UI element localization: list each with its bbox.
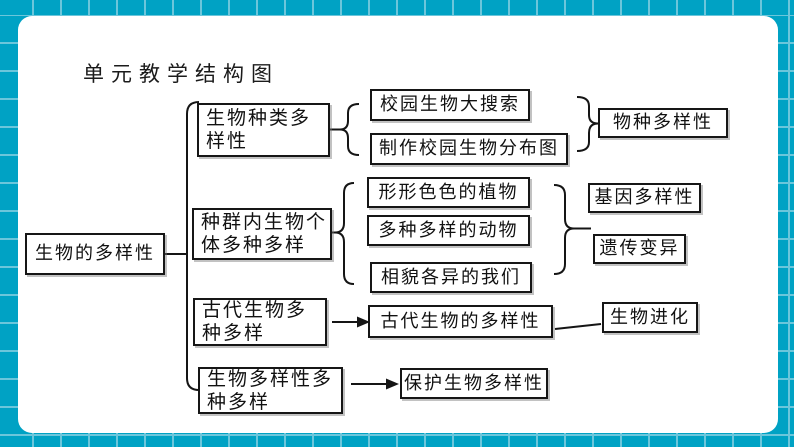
node-branch2-child2: 多种多样的动物 <box>367 215 530 246</box>
node-branch2-child3-label: 相貌各异的我们 <box>381 266 521 288</box>
node-branch1-child1-label: 校园生物大搜索 <box>380 94 520 116</box>
node-branch4-topic: 生物多样性多 种多样 <box>198 367 343 414</box>
node-branch1-child2: 制作校园生物分布图 <box>370 133 568 165</box>
node-branch3-child1: 古代生物的多样性 <box>368 305 553 338</box>
node-branch4-topic-line2: 种多样 <box>207 390 271 413</box>
node-branch2-outcome1-label: 基因多样性 <box>594 187 695 209</box>
node-branch1-child2-label: 制作校园生物分布图 <box>379 138 559 160</box>
node-branch2-outcome1: 基因多样性 <box>588 183 701 213</box>
node-branch2-child1: 形形色色的植物 <box>367 177 530 208</box>
node-branch2-topic: 种群内生物个 体多种多样 <box>192 208 332 260</box>
node-branch1-outcome1-label: 物种多样性 <box>613 112 713 134</box>
node-branch1-outcome1: 物种多样性 <box>598 108 728 138</box>
node-branch3-topic-line1: 古代生物多 <box>202 299 308 322</box>
node-branch2-child2-label: 多种多样的动物 <box>378 219 519 241</box>
node-branch4-child1: 保护生物多样性 <box>400 368 548 399</box>
node-branch2-child1-label: 形形色色的植物 <box>378 181 519 203</box>
node-root: 生物的多样性 <box>25 233 165 275</box>
node-branch2-outcome2: 遗传变异 <box>593 234 686 264</box>
node-branch1-child1: 校园生物大搜索 <box>370 89 530 121</box>
node-branch2-topic-line1: 种群内生物个 <box>201 211 328 234</box>
node-branch3-child1-label: 古代生物的多样性 <box>380 310 541 332</box>
node-branch2-topic-line2: 体多种多样 <box>201 234 307 256</box>
node-branch1-topic: 生物种类多 样性 <box>197 103 330 157</box>
node-branch3-outcome1-label: 生物进化 <box>610 306 690 328</box>
node-branch2-child3: 相貌各异的我们 <box>370 262 532 293</box>
node-branch3-topic-line2: 种多样 <box>202 322 266 344</box>
node-branch3-outcome1: 生物进化 <box>602 302 698 333</box>
node-branch1-topic-line2: 样性 <box>206 130 249 152</box>
node-root-label: 生物的多样性 <box>35 243 155 265</box>
node-branch3-topic: 古代生物多 种多样 <box>193 298 327 346</box>
node-branch4-topic-line1: 生物多样性多 <box>207 367 334 390</box>
node-branch4-child1-label: 保护生物多样性 <box>404 372 544 394</box>
slide-title: 单元教学结构图 <box>83 62 279 86</box>
node-branch1-topic-line1: 生物种类多 <box>206 107 312 130</box>
node-branch2-outcome2-label: 遗传变异 <box>599 238 680 260</box>
